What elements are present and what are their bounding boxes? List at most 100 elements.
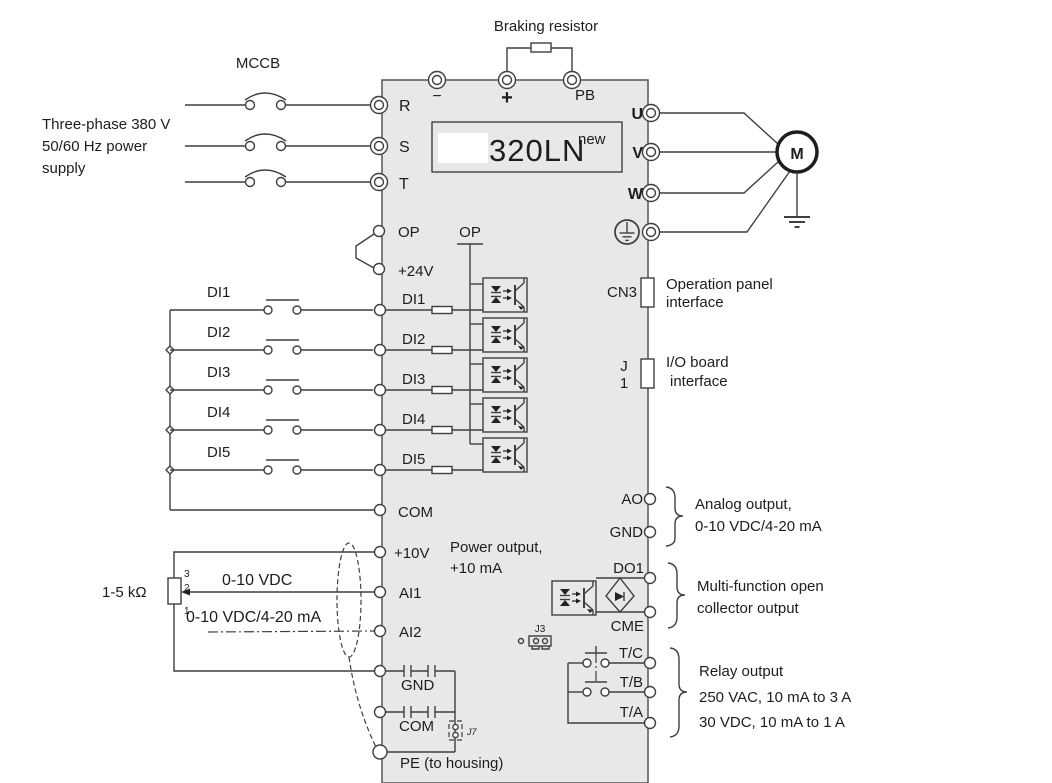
brace-analog-output [665, 486, 684, 547]
di5-resistor-icon [431, 465, 453, 475]
terminal-cme [643, 605, 657, 619]
do1-label: DO1 [613, 560, 644, 577]
terminal-com [373, 503, 387, 517]
pot-value-label: 1-5 kΩ [102, 584, 147, 601]
drive-body: 320LN new [381, 79, 649, 783]
cn3-note-2: interface [666, 294, 724, 311]
interfaces: CN3 Operation panel interface J 1 I/O bo… [607, 276, 773, 392]
breaker-row-r [185, 92, 370, 111]
dc-bus-terminals [427, 70, 582, 90]
relay-note-1: Relay output [699, 663, 784, 680]
di2-row: DI2 DI2 [170, 317, 528, 357]
output-terminals [641, 103, 661, 242]
terminal-ai1 [373, 585, 387, 599]
pot-pin2-label: 2 [184, 583, 190, 594]
di2-resistor-icon [431, 345, 453, 355]
supply-label-1: Three-phase 380 V [42, 116, 170, 133]
brace-relay [669, 647, 688, 738]
mccb-label: MCCB [236, 55, 280, 72]
terminal-10v [373, 545, 387, 559]
ao-label: AO [621, 491, 643, 508]
terminal-w-label: W [628, 186, 644, 203]
terminal-v-label: V [632, 145, 643, 162]
motor-ground-icon [784, 172, 810, 228]
analog-inputs: +10V Power output, +10 mA AI1 AI2 3 2 1 … [102, 539, 543, 748]
tb-label: T/B [620, 674, 643, 691]
diode-bridge-icon [605, 576, 635, 614]
terminal-op-label: OP [398, 224, 420, 241]
relay-contacts-icon [567, 646, 644, 724]
di5-int-label: DI5 [402, 451, 425, 468]
ta-label: T/A [620, 704, 643, 721]
terminal-ao [643, 492, 657, 506]
analog-output-note-1: Analog output, [695, 496, 792, 513]
ground-section: GND COM J7 PE (to housing) [372, 664, 503, 772]
open-collector-note-2: collector output [697, 600, 800, 617]
motor-icon: M [775, 130, 819, 174]
di1-row: DI1 DI1 [170, 277, 528, 317]
wiper-arrow-icon [181, 588, 190, 596]
shield-drain-wire [348, 656, 377, 748]
brace-open-collector [667, 562, 686, 629]
terminal-com-bottom [373, 705, 387, 719]
terminal-pe [372, 744, 388, 760]
braking-resistor-icon [530, 42, 552, 53]
di3-row: DI3 DI3 [170, 357, 528, 397]
j1-note-2: interface [670, 373, 728, 390]
j1-label-l1: J [620, 358, 628, 375]
terminal-di1 [373, 303, 387, 317]
terminal-plus-label: + [501, 87, 513, 109]
tc-label: T/C [619, 645, 643, 662]
ai1-signal-note: 0-10 VDC [222, 572, 292, 589]
terminal-gnd-bottom [373, 664, 387, 678]
open-collector-note-1: Multi-function open [697, 578, 824, 595]
ai1-label: AI1 [399, 585, 422, 602]
braking-resistor-circuit: Braking resistor − + PB [427, 18, 598, 109]
relay-note-2: 250 VAC, 10 mA to 3 A [699, 689, 851, 706]
op-rail-label: OP [459, 224, 481, 241]
com-label: COM [398, 504, 433, 521]
terminal-op [372, 224, 386, 238]
di4-int-label: DI4 [402, 411, 425, 428]
relay-note-3: 30 VDC, 10 mA to 1 A [699, 714, 845, 731]
breaker-row-t [185, 169, 370, 188]
motor-label: M [790, 146, 803, 163]
model-name: 320LN [489, 133, 585, 168]
op-24v-jumper: OP +24V OP [355, 224, 483, 444]
di5-row: DI5 DI5 [170, 437, 528, 477]
terminal-do1 [643, 571, 657, 585]
open-collector-output: DO1 CME J3 Multi-function open collector… [517, 560, 824, 650]
cn3-connector-icon [640, 277, 655, 308]
terminal-u-label: U [631, 106, 643, 123]
di4-row: DI4 DI4 [170, 397, 528, 437]
nameplate-blank [438, 133, 488, 163]
j7-label: J7 [466, 727, 478, 737]
cable-shield-icon [336, 542, 362, 658]
cn3-note-1: Operation panel [666, 276, 773, 293]
j1-label-l2: 1 [620, 375, 628, 392]
supply-label-3: supply [42, 160, 86, 177]
pe-label: PE (to housing) [400, 755, 503, 772]
terminal-di4 [373, 423, 387, 437]
pot-pin1-label: 1 [184, 606, 190, 617]
terminal-24v-label: +24V [398, 263, 433, 280]
model-nameplate [431, 121, 623, 173]
gnd-bottom-label: GND [401, 677, 435, 694]
breaker-row-s [185, 133, 370, 152]
di1-resistor-icon [431, 305, 453, 315]
ai2-signal-note: 0-10 VDC/4-20 mA [186, 609, 321, 626]
pot-pin3-label: 3 [184, 569, 190, 580]
di3-ext-label: DI3 [207, 364, 230, 381]
power-output-note-1: Power output, [450, 539, 543, 556]
terminal-gnd-right [643, 525, 657, 539]
terminal-ai2 [373, 624, 387, 638]
j7-jumper-icon: J7 [448, 720, 478, 741]
analog-output: AO GND Analog output, 0-10 VDC/4-20 mA [610, 486, 822, 547]
motor-output-circuit: U V W M [614, 103, 819, 245]
cme-label: CME [611, 618, 644, 635]
power-supply-circuit: Three-phase 380 V 50/60 Hz power supply … [42, 55, 411, 193]
gnd-right-label: GND [610, 524, 644, 541]
braking-resistor-label: Braking resistor [494, 18, 598, 35]
